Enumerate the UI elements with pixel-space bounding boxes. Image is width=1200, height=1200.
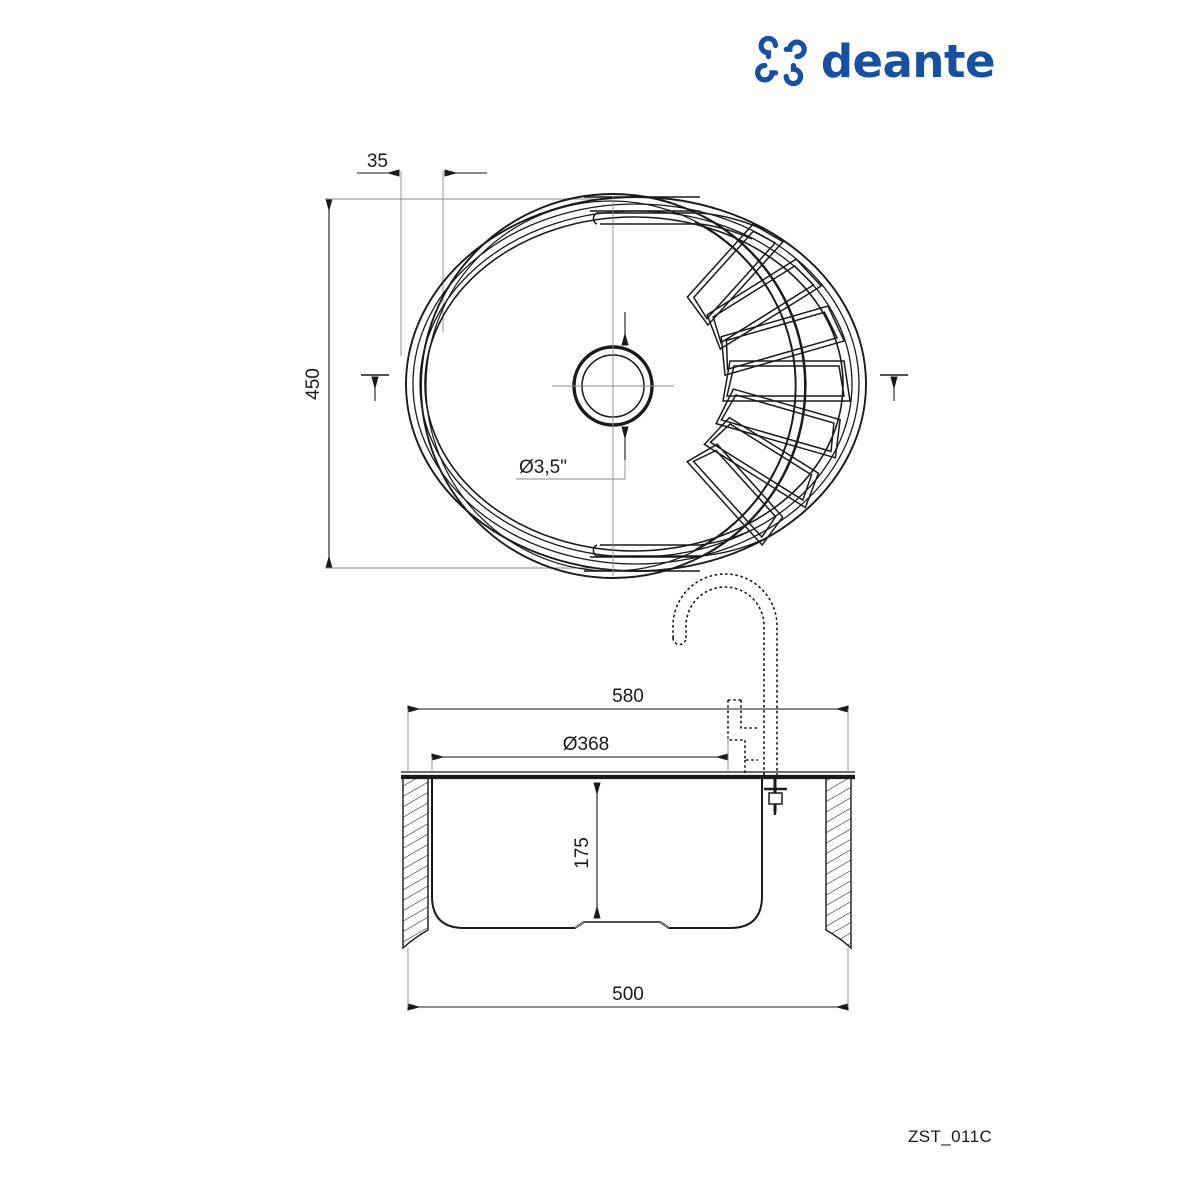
counter-top-line (401, 771, 855, 780)
dimension-drain-diameter-label: Ø3,5" (519, 457, 567, 478)
center-mark-right (880, 374, 908, 401)
dimension-35-label: 35 (367, 151, 388, 172)
drainer-edge-strips (592, 212, 763, 557)
deante-pinwheel-logo-icon (754, 36, 807, 86)
bowl-drainer-divider (694, 215, 807, 557)
dimension-175-label: 175 (572, 837, 593, 869)
rim-flats (584, 196, 700, 572)
dimension-35: 35 (357, 151, 487, 356)
dimension-450-label: 450 (303, 368, 324, 400)
top-view: 35 450 (303, 151, 908, 579)
faucet-outline (672, 573, 778, 778)
bowl-drain-recess (574, 921, 670, 929)
drainer-grooves (685, 223, 851, 547)
dimension-175: 175 (572, 782, 601, 919)
drain-centerlines (552, 196, 674, 576)
dimension-500: 500 (407, 948, 849, 1011)
faucet-mount-bolt (764, 777, 787, 815)
section-hatch-left (402, 777, 429, 950)
product-code: ZST_011C (908, 1127, 993, 1146)
brand-name: deante (820, 34, 996, 88)
dimension-bowl-diameter-label: Ø368 (563, 734, 609, 755)
dimension-580: 580 (407, 686, 849, 772)
dimension-450: 450 (303, 198, 600, 569)
brand-logo: deante (754, 34, 996, 88)
section-view: 580 Ø368 175 500 (401, 573, 855, 1011)
section-hatch-right (825, 777, 852, 950)
dimension-500-label: 500 (612, 984, 644, 1005)
dimension-bowl-diameter: Ø368 (431, 734, 729, 772)
dimension-580-label: 580 (612, 686, 644, 707)
center-mark-left (361, 374, 389, 401)
dimension-drain-diameter: Ø3,5" (516, 312, 629, 480)
